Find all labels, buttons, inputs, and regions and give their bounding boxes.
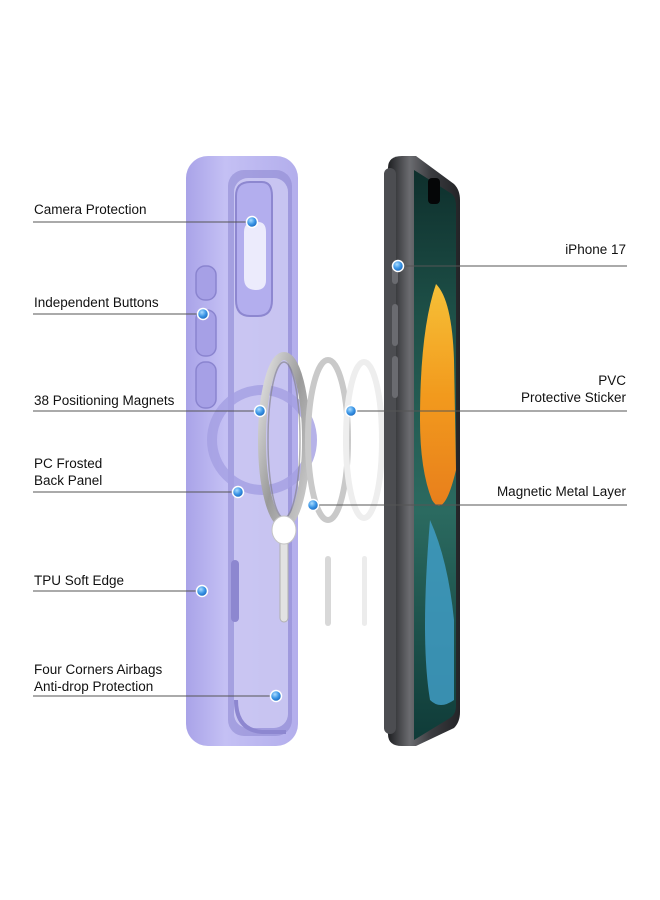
magnet-rings bbox=[258, 352, 385, 626]
metal-layer-tail bbox=[325, 556, 331, 626]
case-button-volume-down bbox=[195, 361, 217, 409]
callout-dot-icon bbox=[245, 215, 259, 229]
wallpaper-blue-shape bbox=[425, 520, 454, 705]
callout-dot-icon bbox=[269, 689, 283, 703]
callout-dot-icon bbox=[391, 259, 405, 273]
label-pvc-protective-sticker: PVC Protective Sticker bbox=[521, 372, 626, 406]
label-pc-frosted-back-panel: PC Frosted Back Panel bbox=[34, 455, 102, 489]
label-line: PC Frosted bbox=[34, 456, 103, 471]
camera-cutout bbox=[244, 222, 266, 290]
label-independent-buttons: Independent Buttons bbox=[34, 294, 159, 311]
label-iphone-17: iPhone 17 bbox=[565, 241, 626, 258]
label-line: iPhone 17 bbox=[565, 242, 626, 257]
label-line: Magnetic Metal Layer bbox=[496, 484, 626, 499]
phone-case bbox=[186, 156, 317, 746]
phone-volume-down bbox=[392, 356, 398, 398]
label-four-corners-airbags: Four Corners Airbags Anti-drop Protectio… bbox=[34, 661, 162, 695]
case-alignment-slot bbox=[231, 560, 239, 622]
callout-dot-icon bbox=[253, 404, 267, 418]
label-line: Protective Sticker bbox=[520, 390, 626, 405]
callout-dots bbox=[195, 215, 405, 703]
dynamic-island bbox=[428, 178, 440, 204]
pvc-sticker-ring bbox=[343, 359, 385, 521]
callout-dot-icon bbox=[196, 307, 210, 321]
callout-dot-icon bbox=[344, 404, 358, 418]
label-magnetic-metal-layer: Magnetic Metal Layer bbox=[497, 483, 626, 500]
label-positioning-magnets: 38 Positioning Magnets bbox=[34, 392, 174, 409]
label-line: Independent Buttons bbox=[34, 295, 159, 310]
label-line: Anti-drop Protection bbox=[34, 679, 154, 694]
label-line: 38 Positioning Magnets bbox=[34, 393, 175, 408]
label-tpu-soft-edge: TPU Soft Edge bbox=[34, 572, 124, 589]
wallpaper-orange-shape bbox=[420, 284, 456, 506]
label-line: Back Panel bbox=[34, 473, 103, 488]
callouts bbox=[33, 221, 627, 697]
magnet-ring-hub bbox=[271, 515, 297, 545]
label-line: PVC bbox=[598, 373, 626, 388]
magnet-ring-tail bbox=[279, 539, 289, 623]
corner-airbag bbox=[234, 699, 286, 734]
label-camera-protection: Camera Protection bbox=[34, 201, 147, 218]
callout-dot-icon bbox=[195, 584, 209, 598]
label-line: Four Corners Airbags bbox=[34, 662, 163, 677]
case-magnet-ring bbox=[207, 385, 317, 495]
label-line: TPU Soft Edge bbox=[34, 573, 125, 588]
label-line: Camera Protection bbox=[34, 202, 147, 217]
iphone-device bbox=[384, 156, 460, 746]
pvc-sticker-tail bbox=[362, 556, 367, 626]
callout-dot-icon bbox=[231, 485, 245, 499]
callout-dot-icon bbox=[306, 498, 320, 512]
phone-volume-up bbox=[392, 304, 398, 346]
case-button-action bbox=[195, 265, 217, 301]
phone-side-band bbox=[384, 168, 396, 734]
